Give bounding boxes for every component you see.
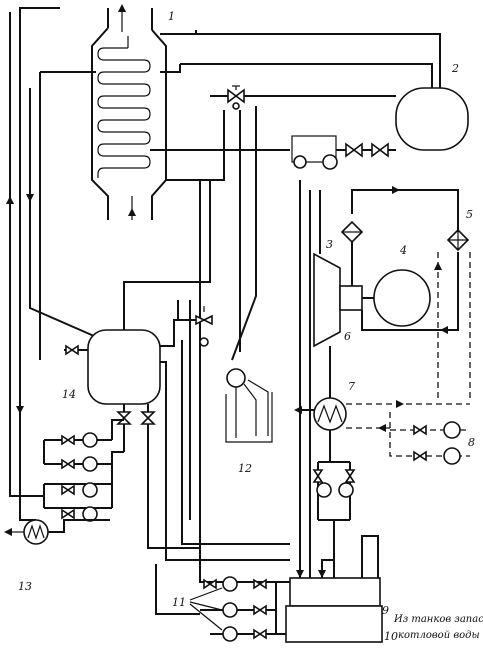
label-11: 11 — [172, 596, 186, 609]
caption-line-1: Из танков запаса — [393, 614, 483, 625]
makeup-pumps-8 — [389, 412, 470, 465]
tank-10 — [285, 605, 383, 643]
coupling-6 — [339, 285, 363, 311]
valve-cluster-top — [227, 85, 245, 110]
drain-pumps-11 — [155, 564, 286, 642]
label-14: 14 — [62, 388, 76, 401]
label-1: 1 — [168, 10, 175, 23]
tank-9 — [289, 577, 381, 607]
circuit-3-5 — [340, 186, 471, 400]
label-9: 9 — [382, 604, 389, 617]
valve-cluster-mid — [195, 306, 213, 347]
heat-exchanger-13 — [4, 519, 110, 545]
condensate-pumps — [312, 461, 356, 572]
turbine-3 — [313, 190, 341, 348]
caption-line-2: котловой воды — [398, 630, 480, 641]
label-6: 6 — [344, 330, 351, 343]
deaerator-14 — [64, 180, 211, 549]
label-5: 5 — [466, 208, 473, 221]
label-3: 3 — [326, 238, 333, 251]
label-2: 2 — [451, 62, 459, 75]
label-13: 13 — [18, 580, 32, 593]
label-8: 8 — [468, 436, 475, 449]
boiler-1 — [91, 4, 167, 220]
label-12: 12 — [238, 462, 252, 475]
label-10: 10 — [384, 630, 398, 643]
tank-inlets — [296, 535, 379, 578]
feed-pumps-left — [43, 419, 124, 522]
label-7: 7 — [348, 380, 355, 393]
tank-2 — [395, 87, 469, 151]
pump-pair-top-right — [291, 135, 389, 170]
label-4: 4 — [399, 244, 407, 257]
generator-4 — [362, 269, 431, 327]
left-bus — [6, 12, 95, 521]
condenser-7 — [294, 180, 470, 560]
device-12 — [225, 368, 273, 443]
